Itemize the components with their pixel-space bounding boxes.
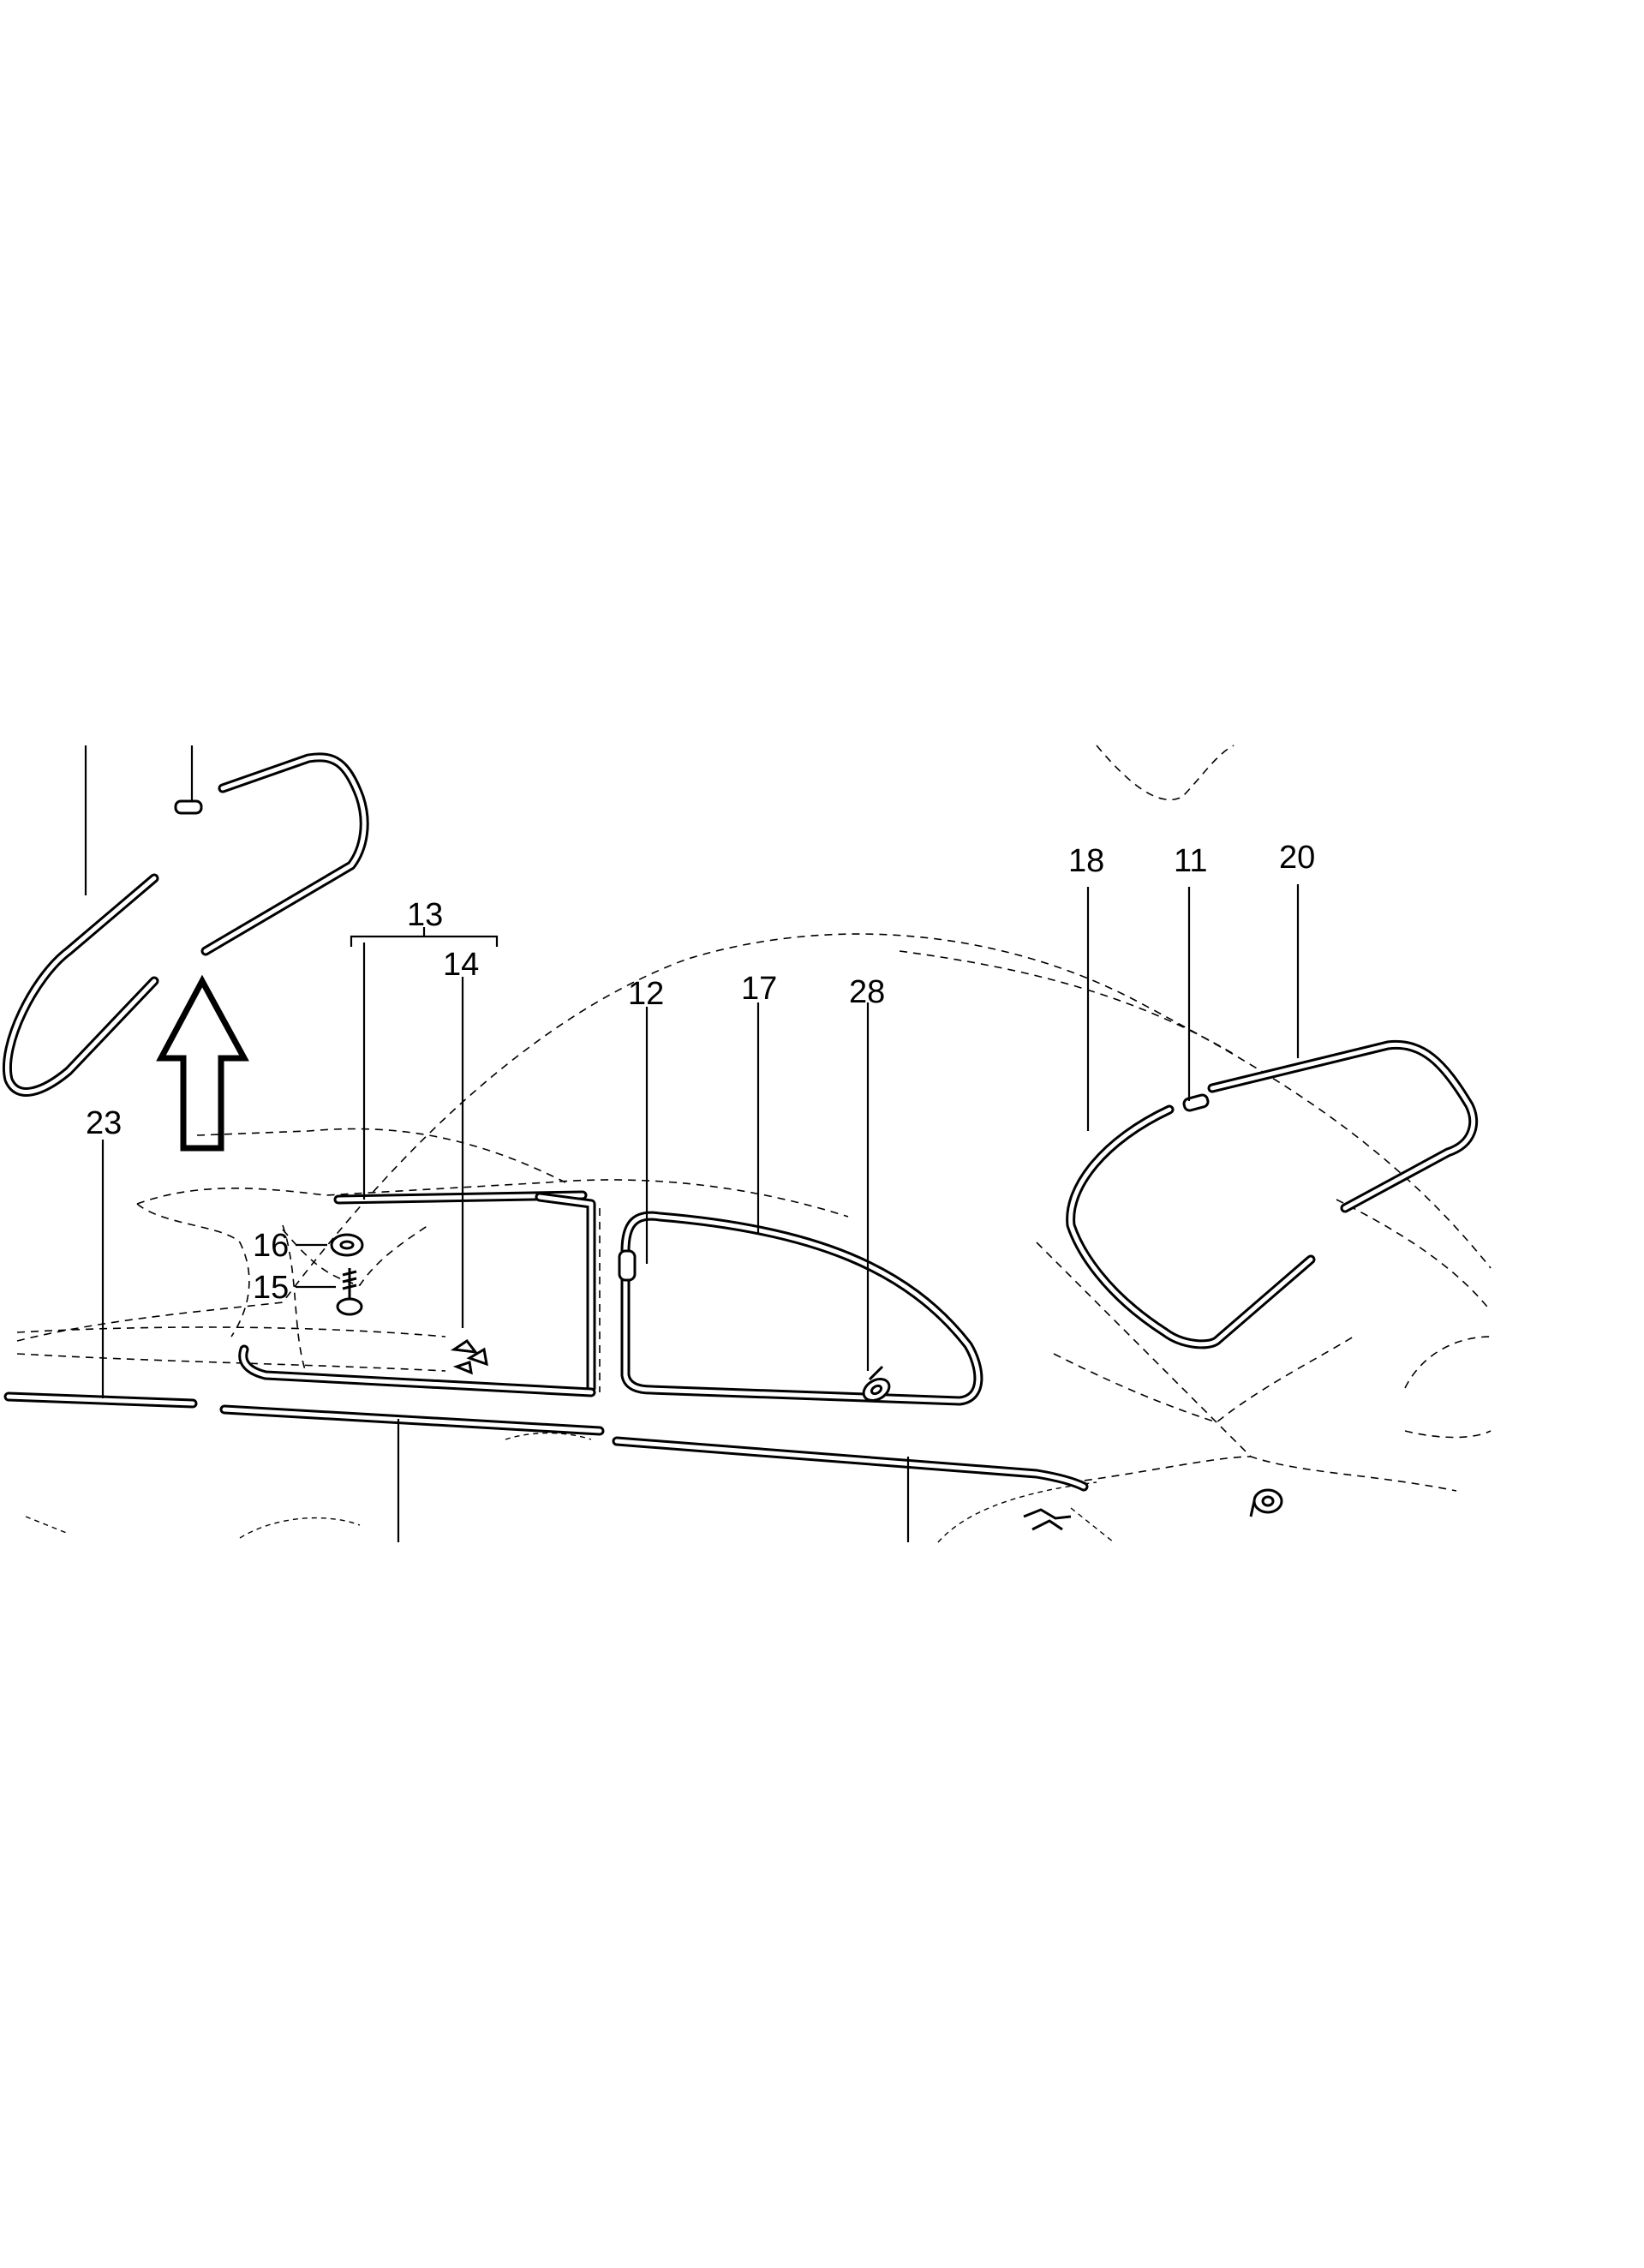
- callout-28: 28: [849, 974, 885, 1010]
- front-window-moulding: [238, 1190, 596, 1397]
- callout-17: 17: [741, 971, 777, 1007]
- window-seal-clip: [618, 1249, 637, 1282]
- screw-icon: [336, 1268, 363, 1316]
- view-direction-arrow-icon: [156, 974, 249, 1152]
- callout-16: 16: [253, 1228, 289, 1264]
- callout-12: 12: [628, 976, 664, 1012]
- sill-mouldings: [3, 1391, 1089, 1492]
- callout-14: 14: [443, 947, 479, 983]
- callout-13: 13: [407, 897, 443, 933]
- bracket-clip-icon: [1023, 1508, 1072, 1531]
- clip-icon: [450, 1338, 488, 1375]
- rear-window-seal: [1066, 1039, 1479, 1349]
- callout-18: 18: [1068, 843, 1104, 879]
- rear-seal-joint-piece: [1182, 1093, 1210, 1112]
- windscreen-seal-clip: [174, 799, 203, 815]
- windscreen-seal: [3, 752, 369, 1097]
- plug-icon: [1249, 1488, 1283, 1517]
- callout-labels: 11 12 13 14 15 16 17 18 20 23 28: [86, 840, 1315, 1306]
- rear-side-window-seal: [618, 1211, 983, 1406]
- car-body-outline: [16, 745, 1492, 1543]
- grommet-icon: [862, 1365, 891, 1402]
- callout-15: 15: [253, 1270, 289, 1306]
- callout-13-bracket: [350, 935, 499, 947]
- callout-20: 20: [1279, 840, 1315, 876]
- callout-23: 23: [86, 1105, 122, 1141]
- callout-11: 11: [1174, 843, 1207, 879]
